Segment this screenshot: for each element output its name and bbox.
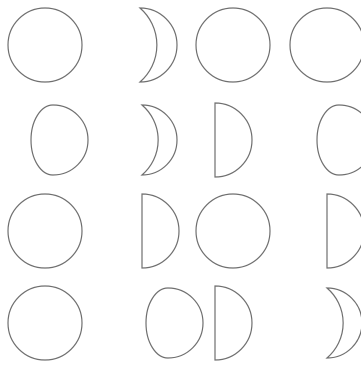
moon-shape-r3-c2-half-circle-right bbox=[142, 194, 179, 268]
moon-shape-r4-c4-crescent-cut-off bbox=[327, 288, 361, 358]
moon-shape-r4-c3-half-circle-right bbox=[215, 286, 252, 360]
moon-shape-r3-c4-half-circle-cut-off bbox=[327, 194, 361, 268]
moon-shape-r2-c3-half-circle-right bbox=[215, 103, 252, 177]
moon-shape-r4-c2-gibbous-shape bbox=[146, 288, 203, 358]
moon-shape-r3-c1-full-circle bbox=[8, 194, 82, 268]
moon-shape-r1-c2-waxing-crescent bbox=[140, 8, 177, 82]
moon-shape-r2-c1-gibbous-shape bbox=[31, 105, 88, 175]
moon-phase-shapes bbox=[8, 8, 361, 360]
moon-shape-r1-c3-full-circle bbox=[196, 8, 270, 82]
moon-shape-r1-c1-full-circle bbox=[8, 8, 82, 82]
moon-shape-r2-c4-gibbous-cut-off bbox=[317, 105, 361, 175]
moon-shape-r1-c4-full-circle bbox=[290, 8, 361, 82]
moon-shape-r3-c3-full-circle bbox=[196, 194, 270, 268]
moon-shape-r4-c1-full-circle bbox=[8, 286, 82, 360]
moon-shape-r2-c2-crescent-shape bbox=[142, 105, 177, 175]
